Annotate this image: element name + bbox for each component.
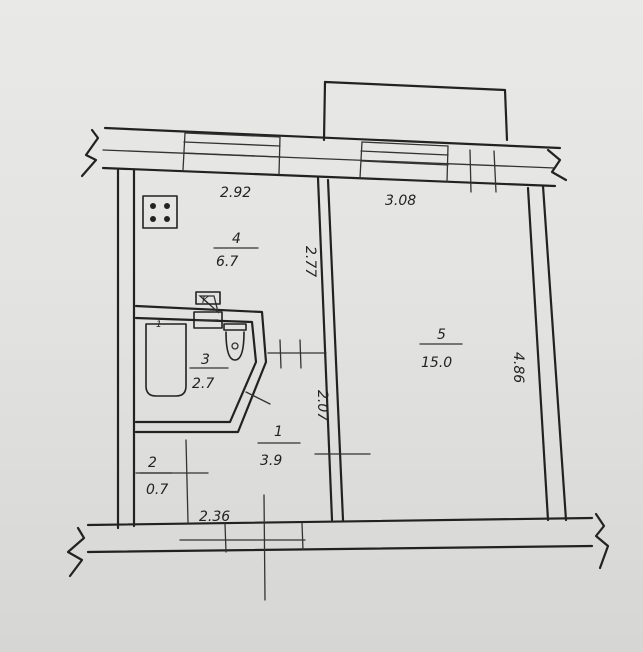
break-line-right-bottom [594, 512, 610, 570]
entrance-axis [179, 494, 306, 601]
dim-room-width: 3.08 [385, 193, 416, 209]
room-1-number: 1 [274, 424, 283, 440]
room-1-area: 3.9 [260, 453, 282, 469]
balcony [322, 80, 509, 142]
window-room [359, 141, 497, 193]
right-exterior-wall [526, 184, 568, 522]
room-4-number: 4 [232, 231, 241, 247]
room-5-number: 5 [437, 327, 446, 343]
dim-kitchen-depth: 2.77 [302, 246, 318, 277]
room-2-area: 0.7 [146, 482, 168, 498]
room-2: 2 0.7 [139, 455, 173, 498]
sink [193, 311, 223, 329]
break-line-left-top [80, 128, 100, 178]
room-5: 5 15.0 [419, 327, 463, 371]
room-1: 1 3.9 [257, 424, 301, 469]
dim-room-depth: 4.86 [510, 352, 526, 383]
stove [142, 195, 178, 229]
room-3: 3 2.7 [189, 352, 229, 392]
break-line-left-bottom [66, 526, 86, 578]
break-line-right-top [546, 148, 568, 182]
partition-wall-center [316, 176, 345, 522]
bathroom-walls [134, 304, 268, 434]
bottom-exterior-wall [86, 516, 594, 554]
top-exterior-wall [101, 126, 562, 188]
closet-partitions [135, 439, 209, 523]
toilet [223, 323, 247, 361]
room-3-number: 3 [201, 352, 210, 368]
door-room5 [267, 339, 371, 455]
vent-mark: K [202, 295, 210, 306]
dim-hall-depth: 2.07 [314, 390, 330, 421]
room-4: 4 6.7 [213, 231, 259, 270]
window-kitchen [182, 132, 282, 175]
room-2-number: 2 [148, 455, 157, 471]
room-5-area: 15.0 [421, 355, 452, 371]
dim-kitchen-width: 2.92 [220, 185, 251, 201]
bath-mark: 1 [156, 320, 162, 330]
dim-hall-width: 2.36 [199, 509, 230, 525]
ventilation-mark: K [195, 291, 221, 306]
room-3-area: 2.7 [192, 376, 214, 392]
bathtub: 1 [145, 320, 187, 397]
room-4-area: 6.7 [216, 254, 238, 270]
left-exterior-wall [116, 168, 136, 530]
